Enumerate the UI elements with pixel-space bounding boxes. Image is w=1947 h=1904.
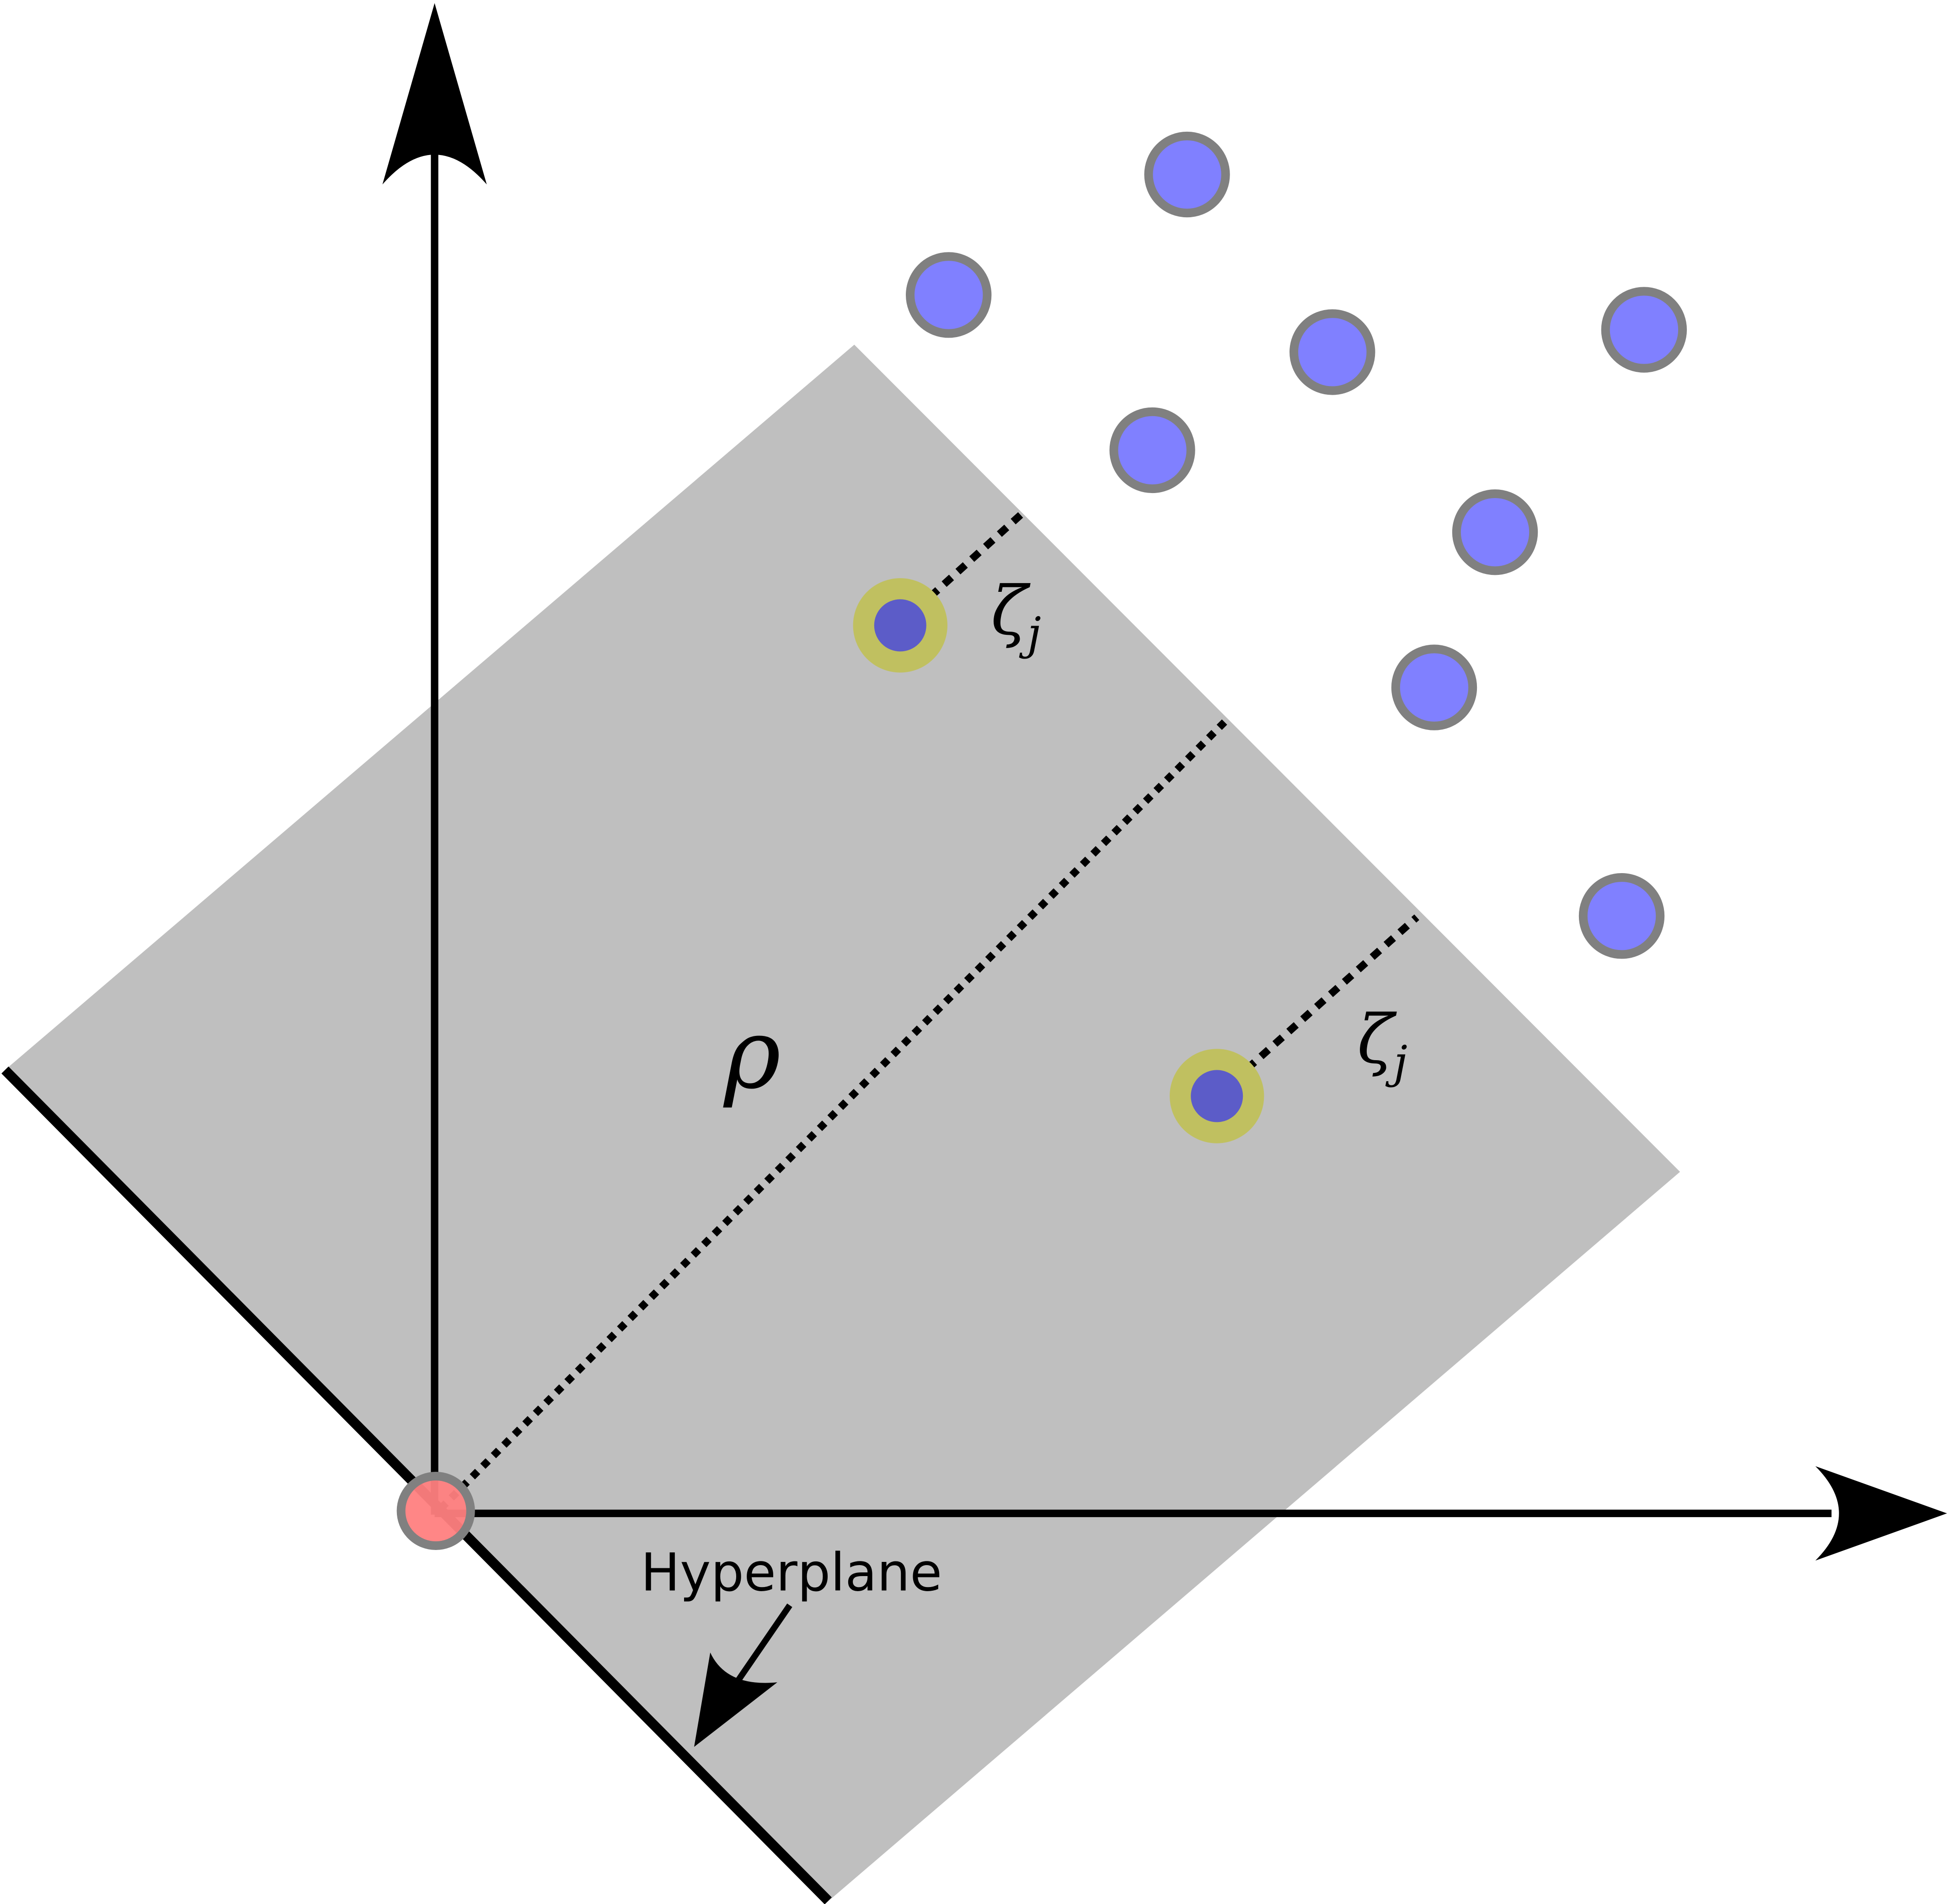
data-point: [1109, 407, 1195, 493]
y-axis-arrowhead: [382, 3, 487, 185]
hyperplane-pointer-arrowhead: [694, 1652, 777, 1747]
slack-point-1: [853, 578, 947, 673]
data-point: [1391, 644, 1477, 730]
slack-point-core: [1191, 1070, 1243, 1122]
data-point: [906, 252, 992, 338]
data-points: [906, 131, 1687, 959]
rho-distance-line: [438, 714, 1232, 1511]
slack-label-2: ζj: [1357, 1000, 1407, 1089]
rho-label: ρ: [723, 997, 781, 1110]
hyperplane-label: Hyperplane: [641, 1542, 942, 1603]
slack-point-2: [1170, 1049, 1264, 1143]
data-point: [1144, 131, 1230, 218]
origin-point: [396, 1471, 475, 1550]
data-point: [1452, 489, 1538, 575]
slack-point-core: [874, 599, 926, 652]
x-axis-arrowhead: [1815, 1466, 1947, 1561]
data-point: [1289, 309, 1375, 395]
data-point: [1578, 873, 1665, 959]
margin-region: [5, 344, 1680, 1904]
slack-symbol: ζ: [1357, 1000, 1397, 1078]
data-point: [1601, 287, 1687, 373]
slack-symbol: ζ: [991, 572, 1031, 650]
slack-distance-line-2: [1217, 914, 1419, 1097]
